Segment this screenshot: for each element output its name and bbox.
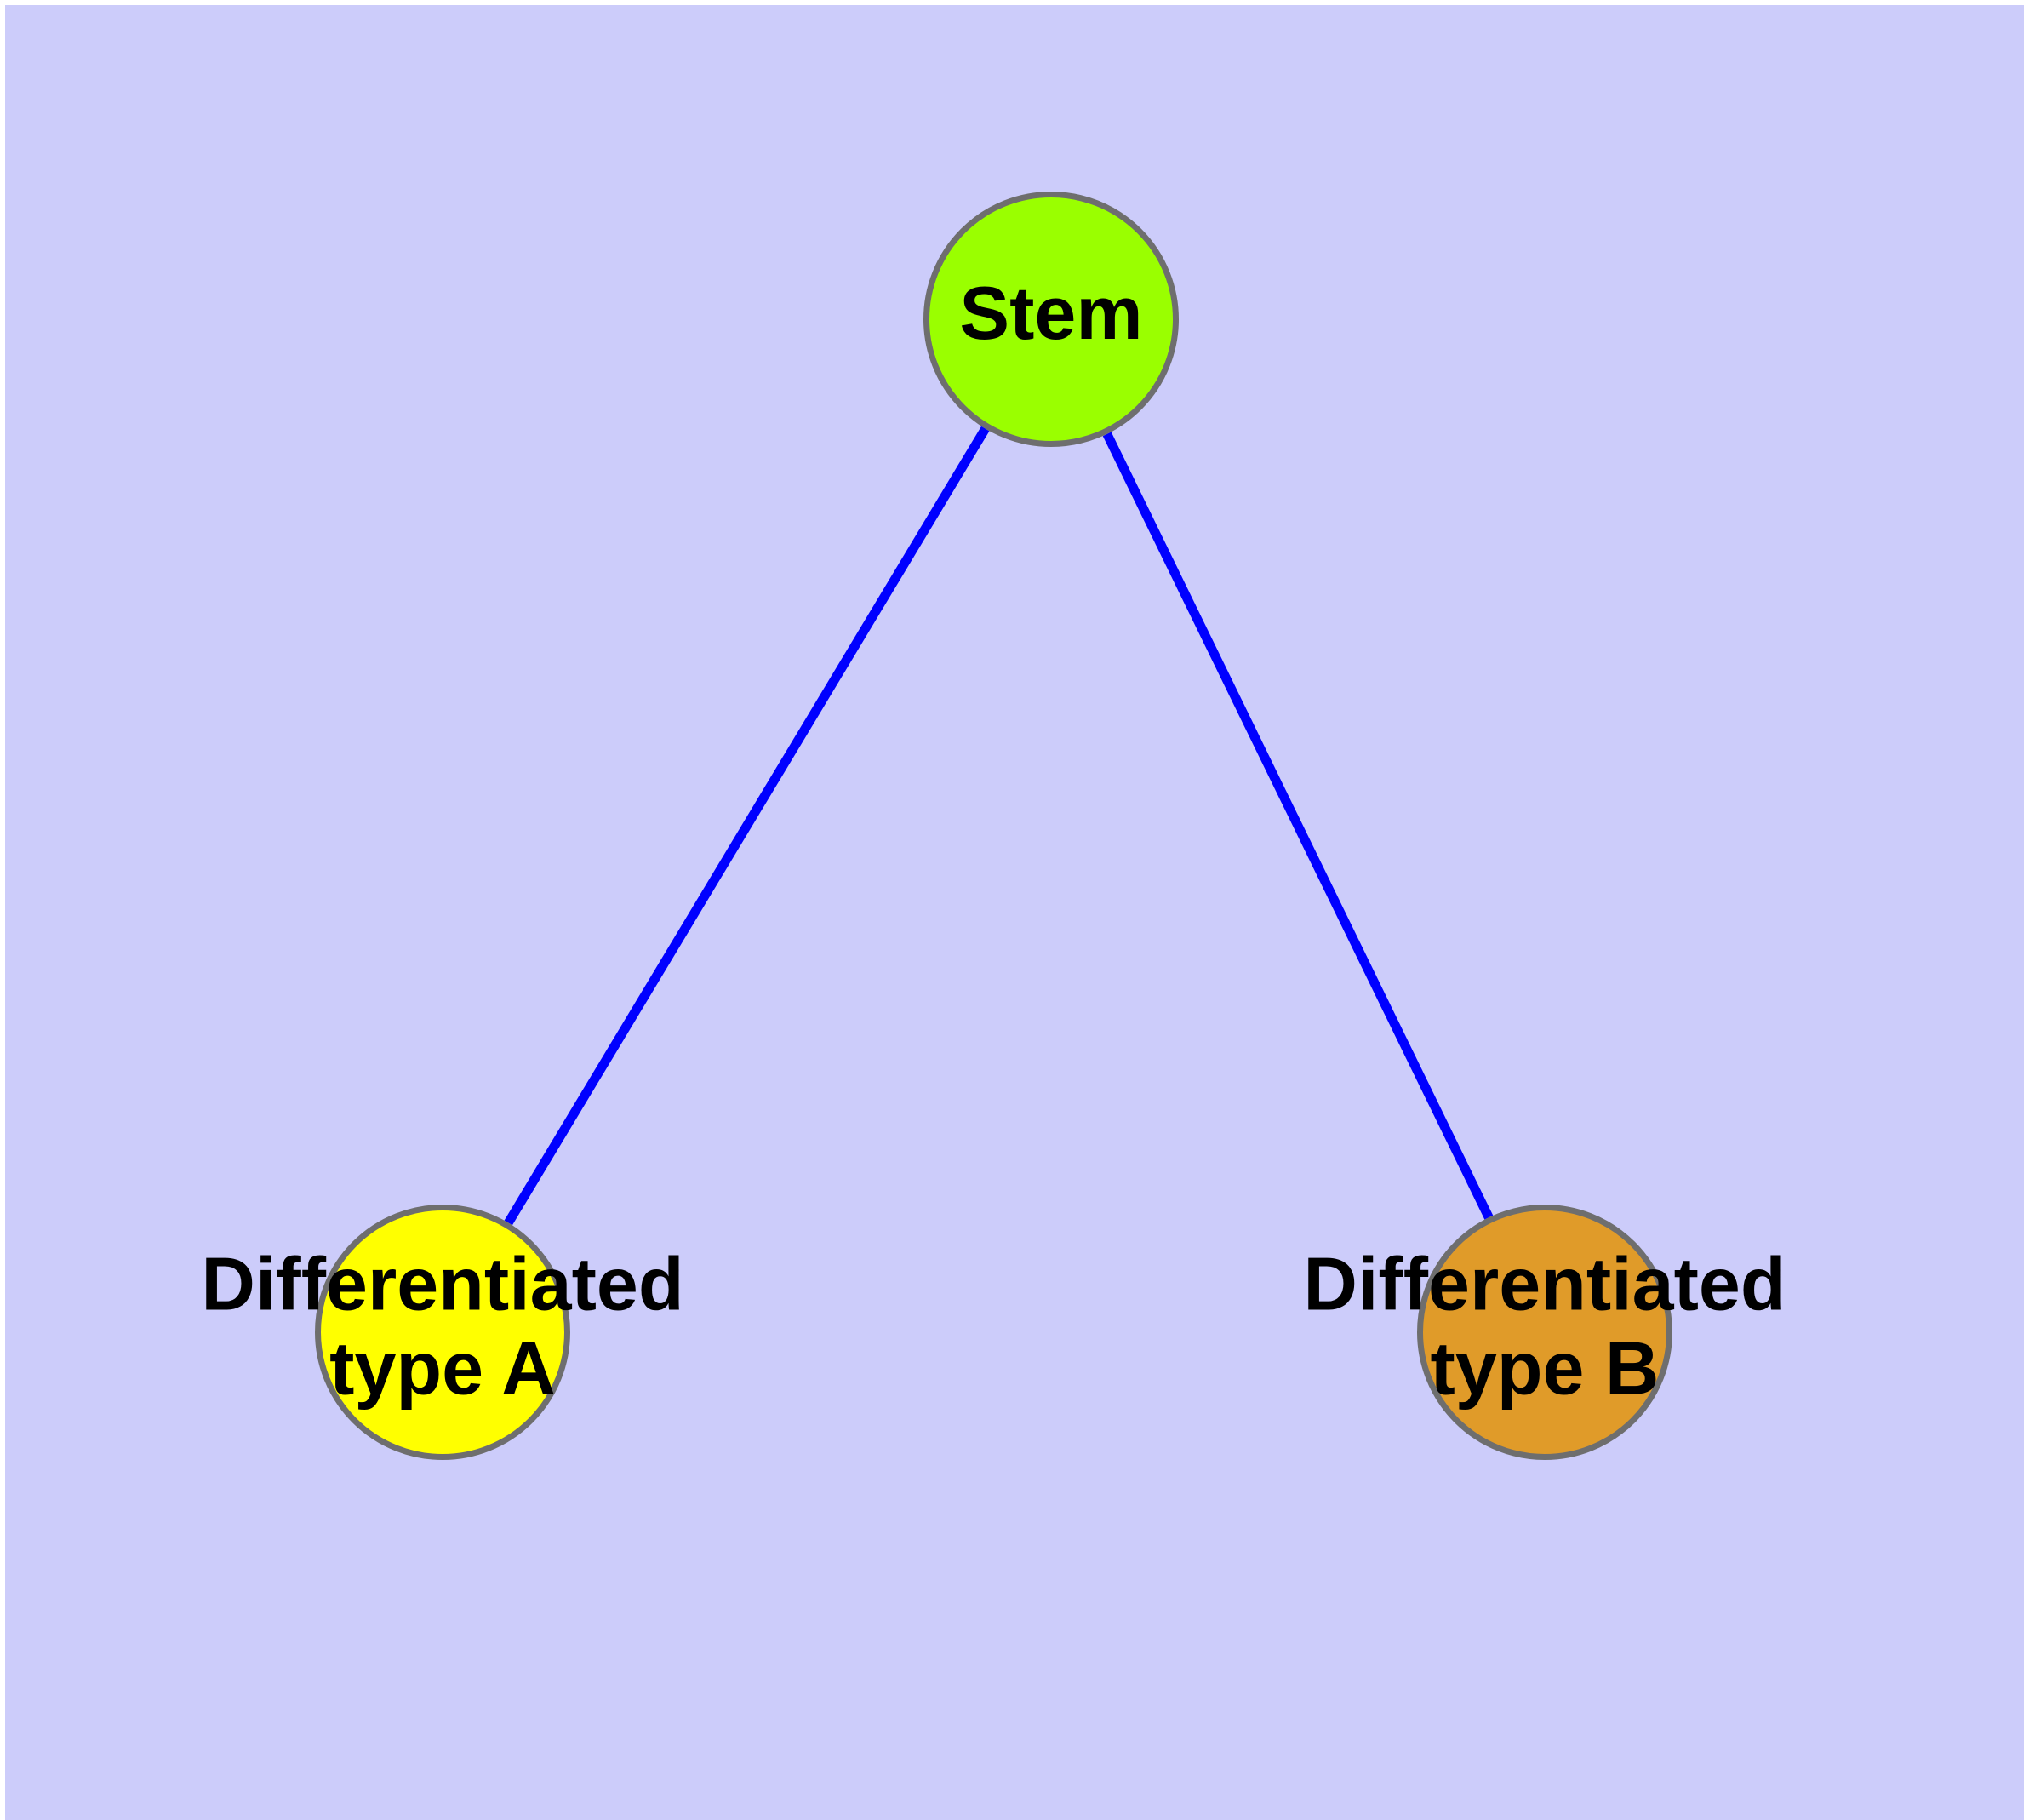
node-label-line: type A [329,1326,556,1411]
node-label-stem: Stem [959,271,1142,355]
node-circle-stem[interactable] [923,192,1179,447]
edges-group [504,426,1494,1226]
node-label-line: Differentiated [1303,1242,1786,1326]
node-label-line: Differentiated [201,1242,683,1326]
node-label-line: type B [1431,1326,1660,1411]
node-circle-diff_a[interactable] [315,1205,570,1460]
graph-edge-stem-to-diff-b [1102,432,1494,1220]
graph-node-stem[interactable]: Stem [923,192,1179,447]
graph-edge-stem-to-diff-a [504,426,990,1226]
node-circle-diff_b[interactable] [1417,1205,1672,1460]
node-label-line: Stem [959,271,1142,355]
